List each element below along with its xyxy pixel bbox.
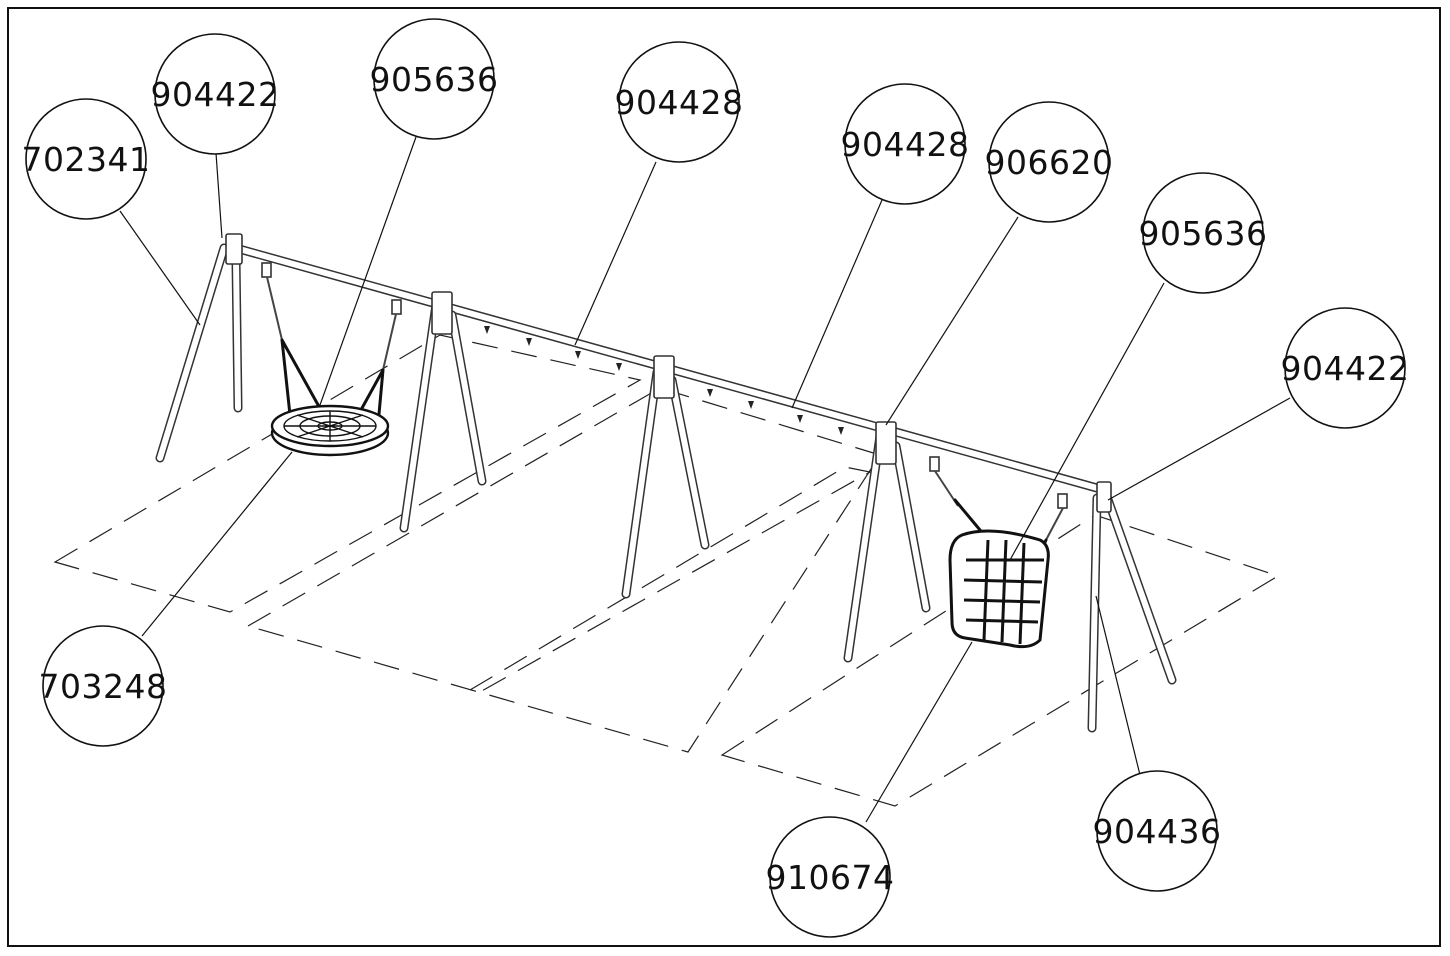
swing-hanger-right-b (1057, 493, 1068, 509)
callout-905636-left: 905636 (370, 18, 499, 140)
mid-frame-3 (843, 431, 931, 663)
leader-904422-right (1107, 397, 1291, 501)
mid-frame-2 (621, 367, 710, 599)
leader-905636-left (319, 136, 417, 406)
callout-702341: 702341 (22, 98, 151, 220)
cradle-seat-swing (929, 456, 1068, 649)
nest-swing (261, 262, 402, 457)
callout-label: 904422 (151, 75, 280, 114)
leader-904428-a (574, 161, 657, 346)
callout-703248: 703248 (39, 625, 168, 747)
bracket-left (225, 233, 243, 265)
swing-hanger-left-a (261, 262, 272, 278)
callout-906620: 906620 (985, 101, 1114, 223)
callout-904436: 904436 (1093, 770, 1222, 892)
callout-label: 703248 (39, 667, 168, 706)
safety-zone-left (53, 334, 642, 613)
leader-905636-right (1009, 282, 1165, 561)
callout-910674: 910674 (766, 816, 895, 938)
callout-label: 905636 (370, 60, 499, 99)
callout-904422-left: 904422 (151, 33, 280, 155)
swing-hanger-left-b (391, 299, 402, 315)
leader-910674 (865, 641, 973, 823)
end-frame-right (1087, 489, 1177, 733)
callout-label: 904422 (1281, 349, 1410, 388)
callout-904428-a: 904428 (615, 41, 744, 163)
mid-frame-1 (399, 300, 487, 533)
leader-702341 (119, 210, 201, 326)
beam-hangers (484, 326, 844, 435)
swing-frame (155, 233, 1177, 733)
leader-703248 (141, 451, 293, 637)
callout-label: 904428 (841, 125, 970, 164)
end-frame-left (155, 243, 243, 463)
leader-904422-left (215, 152, 223, 239)
callout-label: 904436 (1093, 812, 1222, 851)
callout-904428-b: 904428 (841, 83, 970, 205)
swing-hanger-right-a (929, 456, 940, 472)
safety-zone-middle-inner (468, 466, 872, 693)
bracket-mid-2 (653, 355, 675, 399)
bracket-mid-1 (431, 291, 453, 335)
leader-lines (119, 136, 1291, 823)
callout-label: 702341 (22, 140, 151, 179)
callout-905636-right: 905636 (1139, 172, 1268, 294)
bracket-mid-3 (875, 421, 897, 465)
callout-label: 910674 (766, 858, 895, 897)
leader-906620 (885, 216, 1019, 426)
leader-904428-b (791, 199, 883, 409)
callout-label: 906620 (985, 143, 1114, 182)
callout-label: 905636 (1139, 214, 1268, 253)
callout-label: 904428 (615, 83, 744, 122)
callout-904422-right: 904422 (1281, 307, 1410, 429)
cradle-seat-body (948, 529, 1050, 649)
bracket-right (1096, 481, 1112, 513)
leader-904436 (1095, 595, 1141, 776)
drawing-border (7, 7, 1441, 947)
